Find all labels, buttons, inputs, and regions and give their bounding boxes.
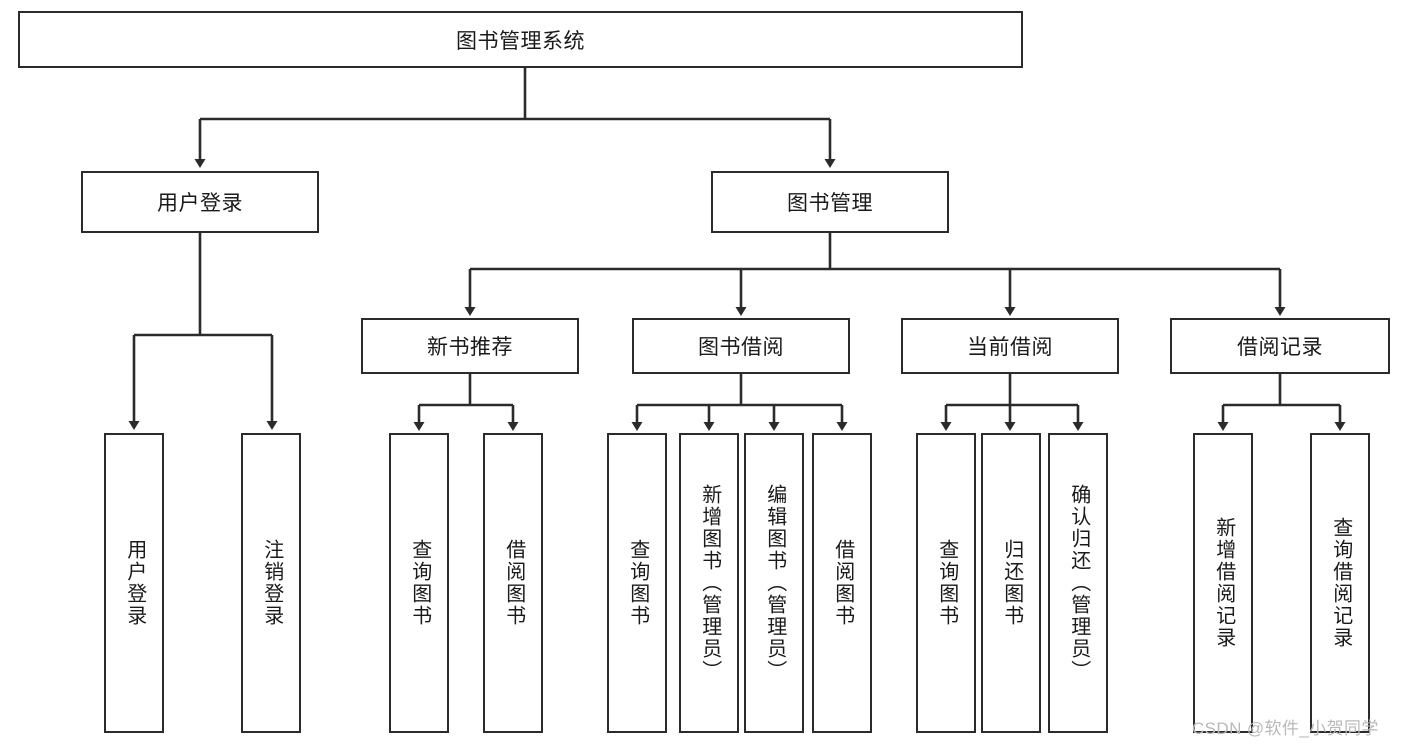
node-leaf-add-book[interactable]: 新增图书（管理员） — [679, 433, 739, 733]
node-user-login[interactable]: 用户登录 — [81, 171, 319, 233]
node-leaf-borrow-book-2[interactable]: 借阅图书 — [812, 433, 872, 733]
node-leaf-query-book-2[interactable]: 查询图书 — [607, 433, 667, 733]
node-root[interactable]: 图书管理系统 — [18, 11, 1023, 68]
csdn-watermark: CSDN @软件_小贺同学 — [1192, 719, 1379, 738]
node-leaf-borrow-book-2-label: 借阅图书 — [831, 539, 854, 627]
node-leaf-query-book-1-label: 查询图书 — [408, 539, 431, 627]
node-leaf-query-book-3-label: 查询图书 — [935, 539, 958, 627]
node-leaf-query-book-3[interactable]: 查询图书 — [916, 433, 976, 733]
node-new-book-recommend[interactable]: 新书推荐 — [361, 318, 579, 374]
node-borrow-record[interactable]: 借阅记录 — [1170, 318, 1390, 374]
node-borrow-record-label: 借阅记录 — [1237, 336, 1323, 359]
node-leaf-confirm-return[interactable]: 确认归还（管理员） — [1048, 433, 1108, 733]
node-book-manage[interactable]: 图书管理 — [711, 171, 949, 233]
connector-user-login-to-leaves — [128, 233, 278, 430]
connector-new-book-to-leaves — [413, 374, 519, 431]
node-leaf-confirm-return-label: 确认归还（管理员） — [1067, 484, 1090, 682]
node-current-borrow[interactable]: 当前借阅 — [901, 318, 1119, 374]
node-leaf-edit-book[interactable]: 编辑图书（管理员） — [744, 433, 804, 733]
node-book-borrow[interactable]: 图书借阅 — [632, 318, 850, 374]
node-book-manage-label: 图书管理 — [787, 192, 873, 215]
node-leaf-return-book[interactable]: 归还图书 — [981, 433, 1041, 733]
node-new-book-recommend-label: 新书推荐 — [427, 336, 513, 359]
node-leaf-add-book-label: 新增图书（管理员） — [698, 484, 721, 682]
node-leaf-logout[interactable]: 注销登录 — [241, 433, 301, 733]
node-leaf-user-login[interactable]: 用户登录 — [104, 433, 164, 733]
node-leaf-borrow-book-1-label: 借阅图书 — [502, 539, 525, 627]
node-leaf-borrow-book-1[interactable]: 借阅图书 — [483, 433, 543, 733]
node-leaf-add-record-label: 新增借阅记录 — [1212, 517, 1235, 649]
connector-book-manage-to-level3 — [464, 233, 1286, 316]
node-leaf-logout-label: 注销登录 — [260, 539, 283, 627]
node-leaf-query-book-1[interactable]: 查询图书 — [389, 433, 449, 733]
node-leaf-edit-book-label: 编辑图书（管理员） — [763, 484, 786, 682]
node-leaf-query-record-label: 查询借阅记录 — [1329, 517, 1352, 649]
node-current-borrow-label: 当前借阅 — [967, 336, 1053, 359]
connector-current-borrow-to-leaves — [940, 374, 1084, 431]
node-book-borrow-label: 图书借阅 — [698, 336, 784, 359]
connector-book-borrow-to-leaves — [631, 374, 848, 431]
node-leaf-user-login-label: 用户登录 — [123, 539, 146, 627]
node-leaf-add-record[interactable]: 新增借阅记录 — [1193, 433, 1253, 733]
connector-root-to-level2 — [194, 68, 836, 168]
node-leaf-return-book-label: 归还图书 — [1000, 539, 1023, 627]
node-leaf-query-book-2-label: 查询图书 — [626, 539, 649, 627]
node-leaf-query-record[interactable]: 查询借阅记录 — [1310, 433, 1370, 733]
node-root-label: 图书管理系统 — [456, 29, 585, 53]
connector-borrow-record-to-leaves — [1217, 374, 1346, 431]
node-user-login-label: 用户登录 — [157, 192, 243, 215]
